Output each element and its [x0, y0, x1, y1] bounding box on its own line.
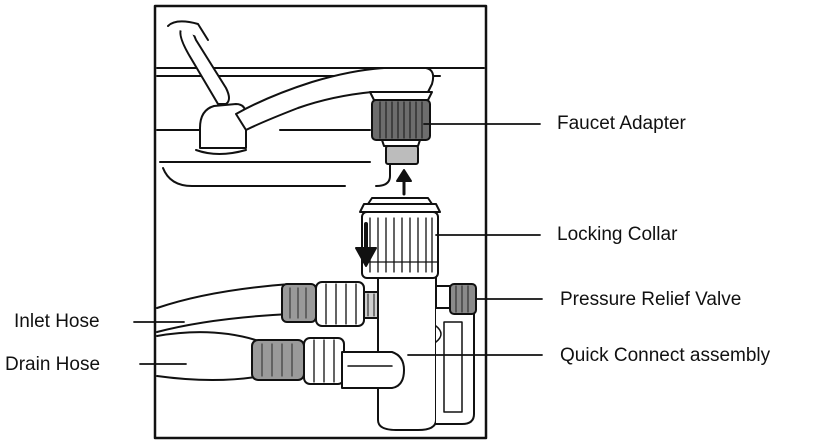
locking-collar-part — [359, 197, 441, 279]
label-pressure-relief-valve: Pressure Relief Valve — [560, 289, 742, 310]
aerator — [369, 91, 433, 101]
inlet-hose — [156, 283, 291, 333]
quick-connect-body — [341, 275, 475, 431]
pressure-relief-valve-part — [435, 283, 477, 315]
label-drain-hose: Drain Hose — [5, 354, 101, 375]
up-arrow-icon — [396, 169, 412, 196]
drain-coupling — [251, 337, 345, 385]
down-arrow-icon — [355, 222, 377, 267]
label-quick-connect-assembly: Quick Connect assembly — [560, 345, 771, 366]
faucet-body — [167, 20, 435, 187]
drain-hose — [156, 331, 263, 381]
label-inlet-hose: Inlet Hose — [14, 311, 100, 332]
faucet-adapter-part — [371, 99, 431, 165]
label-locking-collar: Locking Collar — [557, 224, 678, 245]
label-faucet-adapter: Faucet Adapter — [557, 113, 686, 134]
inlet-coupling — [281, 281, 383, 327]
